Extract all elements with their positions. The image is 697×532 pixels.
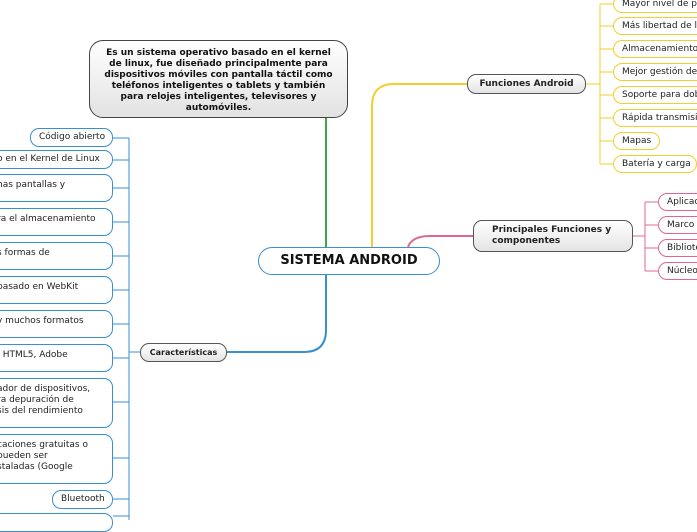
- link-funciones: [371, 83, 467, 247]
- subtopic-formatos[interactable]: y muchos formatos: [0, 310, 113, 338]
- subtopic-mejor-gestion[interactable]: Mejor gestión de: [613, 63, 697, 81]
- mind-map-connectors: [113, 3, 658, 520]
- links-caracteristicas-items: [113, 137, 129, 517]
- subtopic-soporte-doble[interactable]: Soporte para dob: [613, 86, 697, 104]
- subtopic-mayor-nivel[interactable]: Mayor nivel de p: [613, 0, 697, 13]
- subtopic-emulador[interactable]: ador de dispositivos, ra depuración de s…: [0, 378, 113, 428]
- subtopic-rapida-transmision[interactable]: Rápida transmisi: [613, 109, 697, 127]
- subtopic-bibliotecas[interactable]: Bibliote: [658, 239, 697, 257]
- link-funciones-spine: [586, 4, 601, 164]
- subtopic-formas[interactable]: s formas de: [0, 242, 113, 270]
- topic-principales-funciones[interactable]: Principales Funciones y componentes: [473, 220, 633, 252]
- subtopic-mas-libertad[interactable]: Más libertad de l: [613, 17, 697, 35]
- links-funciones-items: [600, 3, 613, 165]
- description-note[interactable]: Es un sistema operativo basado en el ker…: [89, 40, 348, 118]
- subtopic-partial-bottom: [0, 513, 113, 532]
- subtopic-kernel-linux[interactable]: o en el Kernel de Linux: [0, 150, 113, 169]
- subtopic-mapas[interactable]: Mapas: [613, 132, 660, 150]
- subtopic-marco[interactable]: Marco: [658, 216, 697, 234]
- link-principales-spine: [633, 202, 646, 271]
- subtopic-codigo-abierto[interactable]: Código abierto: [30, 128, 113, 147]
- subtopic-pantallas[interactable]: has pantallas y: [0, 174, 113, 202]
- link-caracteristicas: [227, 275, 327, 353]
- subtopic-almacenamiento-f[interactable]: Almacenamiento: [613, 40, 697, 58]
- topic-funciones-android[interactable]: Funciones Android: [467, 74, 586, 94]
- subtopic-aplicaciones-c[interactable]: Aplicac: [658, 193, 697, 211]
- link-caracteristicas-spine: [128, 138, 140, 520]
- link-principales: [407, 235, 473, 248]
- topic-caracteristicas[interactable]: Características: [140, 343, 227, 362]
- links-principales-items: [645, 201, 658, 272]
- central-topic[interactable]: SISTEMA ANDROID: [258, 247, 440, 275]
- subtopic-webkit[interactable]: basado en WebKit: [0, 276, 113, 304]
- subtopic-almacenamiento[interactable]: ra el almacenamiento: [0, 208, 113, 236]
- subtopic-aplicaciones[interactable]: caciones gratuitas o pueden ser staladas…: [0, 434, 113, 484]
- subtopic-nucleo[interactable]: Núcleo: [658, 262, 697, 280]
- subtopic-bluetooth[interactable]: Bluetooth: [52, 490, 113, 509]
- subtopic-html5[interactable]: , HTML5, Adobe: [0, 344, 113, 372]
- subtopic-bateria[interactable]: Batería y carga: [613, 155, 697, 173]
